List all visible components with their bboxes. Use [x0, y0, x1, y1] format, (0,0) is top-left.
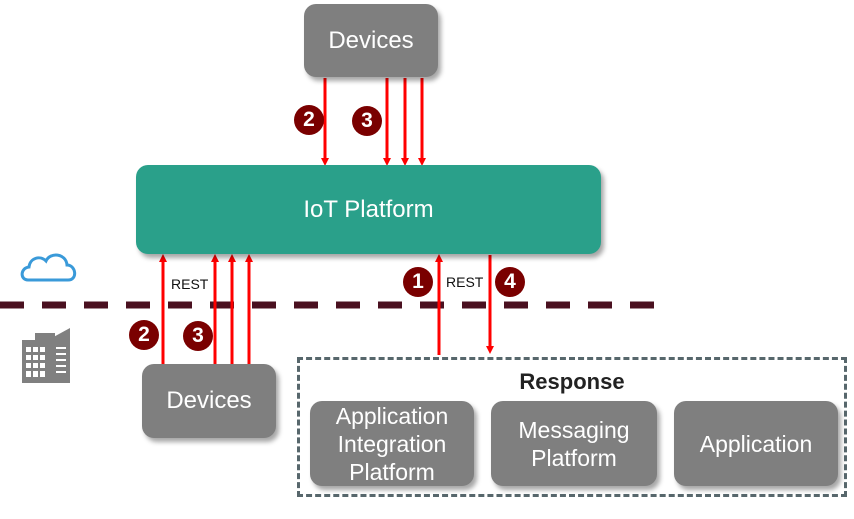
building-icon: [22, 328, 70, 383]
step-badge-2-bottom: 2: [129, 320, 159, 350]
step-badge-3-top: 3: [352, 106, 382, 136]
step-badge-2-top: 2: [294, 105, 324, 135]
response-box-label: Application Integration Platform: [335, 402, 449, 485]
step-badge-1: 1: [403, 267, 433, 297]
step-badge-3-bottom: 3: [183, 321, 213, 351]
response-group: Response: [297, 357, 847, 497]
cloud-icon: [20, 253, 77, 282]
iot-platform-label: IoT Platform: [303, 195, 434, 223]
devices-top-node: Devices: [304, 4, 438, 77]
rest-label-right: REST: [446, 274, 484, 290]
devices-bottom-label: Devices: [166, 387, 252, 414]
application-integration-platform-node: Application Integration Platform: [310, 401, 474, 486]
response-box-label: Application: [699, 430, 813, 457]
iot-platform-node: IoT Platform: [136, 165, 601, 254]
application-node: Application: [674, 401, 838, 486]
response-title: Response: [519, 369, 625, 394]
devices-top-label: Devices: [328, 26, 414, 54]
rest-label-left: REST: [171, 276, 209, 292]
response-box-label: Messaging Platform: [518, 416, 630, 471]
step-badge-4: 4: [495, 267, 525, 297]
devices-bottom-node: Devices: [142, 364, 276, 438]
messaging-platform-node: Messaging Platform: [491, 401, 657, 486]
